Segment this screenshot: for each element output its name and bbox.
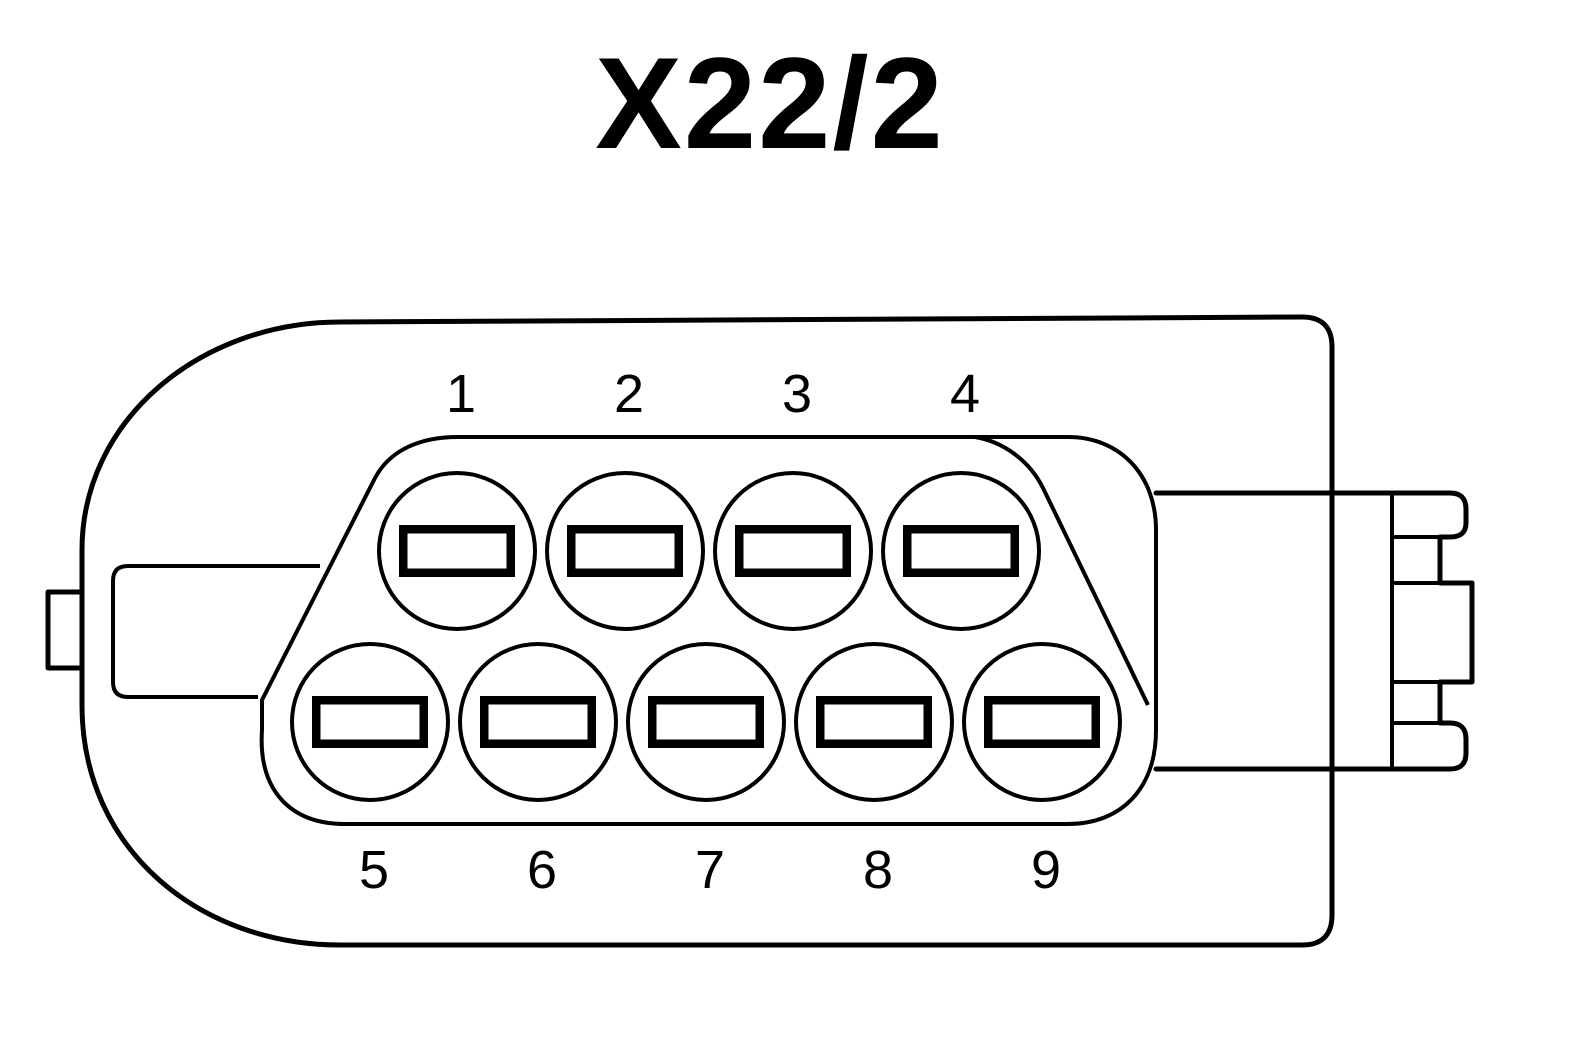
pin-label-8: 8 xyxy=(863,840,893,900)
pin-cavity-8 xyxy=(794,642,954,802)
pin-cavity-face xyxy=(259,435,1158,826)
pin-circle xyxy=(290,642,450,802)
tab-notch-bottom xyxy=(1392,680,1440,725)
pin-circle xyxy=(458,642,618,802)
bottom-pin-labels: 5 6 7 8 9 xyxy=(359,840,1061,900)
pin-label-4: 4 xyxy=(950,364,980,424)
connector-housing xyxy=(79,314,1335,948)
pin-cavity-2 xyxy=(545,471,705,631)
pin-cavity-3 xyxy=(713,471,873,631)
pin-cavity-6 xyxy=(458,642,618,802)
pin-cavity-9 xyxy=(962,642,1122,802)
pin-cavity-1 xyxy=(377,471,537,631)
bottom-pin-row xyxy=(290,642,1122,802)
pin-circle xyxy=(545,471,705,631)
pin-cavity-4 xyxy=(881,471,1041,631)
pin-label-2: 2 xyxy=(614,364,644,424)
pin-label-6: 6 xyxy=(527,840,557,900)
pin-terminal-slot xyxy=(740,530,846,572)
pin-terminal-slot xyxy=(485,701,591,743)
left-key-slot xyxy=(111,564,320,699)
top-pin-row xyxy=(377,471,1041,631)
pin-terminal-slot xyxy=(317,701,423,743)
pin-cavity-5 xyxy=(290,642,450,802)
pin-terminal-slot xyxy=(908,530,1014,572)
pin-cavity-inner-edge xyxy=(974,435,1150,706)
pin-circle xyxy=(881,471,1041,631)
pin-terminal-slot xyxy=(404,530,510,572)
pin-label-9: 9 xyxy=(1031,840,1061,900)
right-locking-tab xyxy=(1153,490,1475,772)
pin-circle xyxy=(794,642,954,802)
tab-notch-top xyxy=(1392,535,1440,585)
top-pin-labels: 1 2 3 4 xyxy=(446,364,980,424)
pin-terminal-slot xyxy=(572,530,678,572)
connector-title: X22/2 xyxy=(595,30,945,176)
pin-circle xyxy=(713,471,873,631)
pin-terminal-slot xyxy=(821,701,927,743)
pin-label-7: 7 xyxy=(695,840,725,900)
pin-circle xyxy=(626,642,786,802)
pin-cavity-7 xyxy=(626,642,786,802)
pin-label-5: 5 xyxy=(359,840,389,900)
pin-label-1: 1 xyxy=(446,364,476,424)
pin-label-3: 3 xyxy=(782,364,812,424)
pin-circle xyxy=(962,642,1122,802)
pin-terminal-slot xyxy=(653,701,759,743)
pin-terminal-slot xyxy=(989,701,1095,743)
left-latch xyxy=(45,589,85,671)
pin-circle xyxy=(377,471,537,631)
